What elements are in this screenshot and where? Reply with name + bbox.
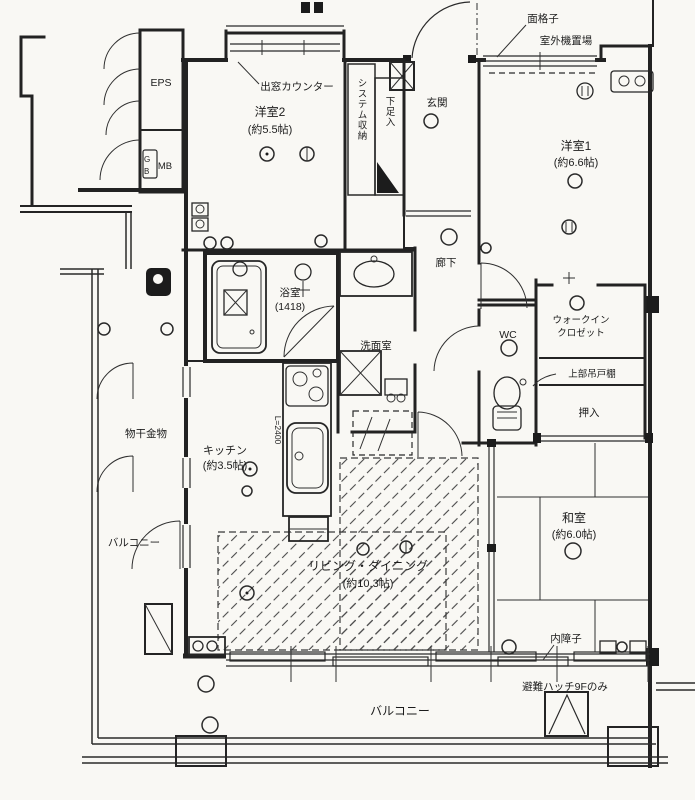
- left-corridor-wall: [20, 205, 132, 213]
- room-label-senmen: 洗面室: [360, 339, 392, 352]
- washitsu-light: [564, 542, 582, 560]
- room-label-living: リビング・ダイニング: [308, 558, 428, 573]
- entrance-door: [403, 1, 478, 63]
- label-mb: MB: [158, 161, 172, 172]
- hallway-living-door: [417, 411, 463, 457]
- wic-light: [569, 295, 585, 311]
- label-shoe-cabinet: 下足入: [384, 96, 396, 128]
- washroom-fixtures: [339, 251, 413, 403]
- label-gb-g: G: [144, 155, 150, 164]
- room-label-wic-1: ウォークイン: [552, 315, 609, 326]
- kitchen-counter: [282, 362, 332, 517]
- bathroom-door: [283, 305, 335, 358]
- room-label-oshiire: 押入: [579, 406, 600, 419]
- label-window-grille: 面格子: [527, 12, 559, 25]
- upper-cupboard-outline: [352, 410, 413, 456]
- bathtub: [211, 260, 267, 354]
- oshiire-sliding-door: [536, 435, 650, 442]
- toilet: [493, 376, 521, 410]
- room-size-living: (約10.3帖): [343, 576, 394, 590]
- room-size-kitchen: (約3.5帖): [203, 458, 248, 472]
- wc-light: [500, 339, 518, 357]
- stove: [285, 365, 329, 407]
- room-label-yoshitsu2: 洋室2: [255, 104, 286, 119]
- living-dining-hatched-floor: [217, 457, 479, 651]
- balcony-drain-2: [201, 716, 219, 734]
- wall-pillar: [646, 648, 659, 666]
- room-label-washitsu: 和室: [562, 510, 586, 525]
- vanity-sink: [353, 260, 395, 288]
- wc-fixtures: [492, 376, 527, 431]
- label-upper-cabinet: 上部吊戸棚: [568, 368, 616, 380]
- balcony-door-1: [96, 362, 134, 400]
- balcony-door-2: [96, 455, 134, 493]
- room-label-kitchen: キッチン: [203, 444, 247, 457]
- label-evacuation-hatch: 避難ハッチ9Fのみ: [522, 680, 608, 693]
- genkan-light: [423, 113, 439, 129]
- room-size-washitsu: (約6.0帖): [552, 527, 597, 541]
- yoshitsu1-door: [480, 262, 528, 309]
- service-closet-doors: [99, 32, 141, 181]
- yoshitsu1-fixtures: [576, 70, 654, 100]
- label-laundry-hardware: 物干金物: [125, 427, 167, 440]
- exterior-walls: [19, 0, 659, 768]
- room-size-bath: (1418): [275, 301, 305, 313]
- evacuation-hatch: [544, 691, 589, 737]
- ac-unit-icon: [610, 70, 654, 93]
- south-window-wall: [183, 636, 650, 693]
- ac-outdoor-unit: [188, 636, 226, 656]
- label-balcony-left: バルコニー: [108, 537, 160, 549]
- meter-box: [142, 149, 158, 179]
- kitchen-sink: [286, 422, 329, 494]
- tatami-mat-lines: [497, 443, 648, 652]
- bay-window: [224, 2, 346, 62]
- room-label-yoshitsu1: 洋室1: [561, 138, 592, 153]
- left-exterior-wall: [19, 35, 46, 207]
- label-bay-window-counter: 出窓カウンター: [260, 80, 334, 93]
- wall-pillar: [646, 296, 659, 313]
- balcony-planter-right: [607, 726, 659, 767]
- door-swings: [96, 32, 528, 570]
- room-label-rouka: 廊下: [436, 256, 457, 269]
- label-eps: EPS: [150, 77, 171, 89]
- room-label-wic-2: クロゼット: [557, 327, 605, 339]
- vanity-counter: [339, 251, 413, 297]
- label-outdoor-unit-space: 室外機置場: [540, 34, 593, 47]
- electrical-symbols: [97, 113, 647, 655]
- label-balcony-south: バルコニー: [370, 704, 430, 718]
- label-kitchen-length: L=2400: [273, 416, 283, 445]
- room-label-genkan: 玄関: [427, 96, 448, 109]
- balcony-door-3: [131, 520, 181, 570]
- room-size-yoshitsu2: (約5.5帖): [248, 122, 293, 136]
- yoshitsu1-window: [483, 52, 597, 74]
- label-gb-b: B: [144, 167, 149, 176]
- bathroom-walls: [203, 251, 340, 363]
- balcony-planter-left: [175, 735, 227, 767]
- pipe-shaft: [389, 61, 415, 91]
- callout-leaders: [237, 24, 557, 661]
- kitchen-fixtures: [282, 362, 413, 542]
- label-system-storage: システム収納: [356, 78, 368, 141]
- label-inner-shoji: 内障子: [550, 632, 582, 645]
- washing-machine-pan: [339, 350, 382, 396]
- hallway-light: [440, 228, 458, 246]
- yoshitsu1-light: [567, 173, 583, 189]
- bathroom-fixtures: [211, 260, 312, 354]
- shoe-cabinet-wedge: [377, 162, 399, 193]
- room-label-wc: WC: [499, 329, 517, 341]
- wc-door: [433, 325, 480, 372]
- room-label-bath: 浴室: [280, 286, 301, 299]
- room-size-yoshitsu1: (約6.6帖): [554, 155, 599, 169]
- outlet-icon: [576, 82, 594, 100]
- balcony-railings: [82, 269, 695, 767]
- balcony-storage-box: [144, 603, 173, 655]
- interior-walls: [181, 58, 653, 652]
- balcony-drain: [197, 675, 215, 693]
- shower-icon: [294, 263, 312, 281]
